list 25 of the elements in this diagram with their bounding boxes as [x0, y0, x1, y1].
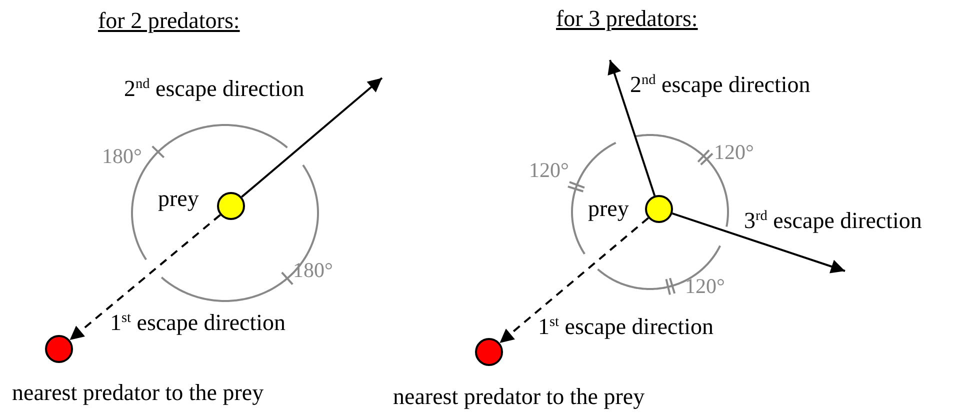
edge-label: 1$^{st}$ escape direction [110, 310, 286, 336]
dashed-arrow [69, 214, 221, 341]
node-caption: prey [588, 196, 629, 222]
arrow [608, 60, 656, 196]
node-caption: nearest predator to the prey [12, 380, 264, 406]
angle-label: 180° [293, 259, 333, 282]
arrow [672, 212, 846, 274]
angle-label: 120° [685, 275, 725, 298]
heading: for 2 predators: [98, 8, 240, 34]
predator-circle [45, 335, 73, 363]
edge-label: 2$^{nd}$ escape direction [630, 72, 810, 98]
angle-label: 120° [714, 141, 754, 164]
node-caption: nearest predator to the prey [393, 384, 645, 410]
edge-label: 1$^{st}$ escape direction [538, 314, 714, 340]
predator-circle [475, 338, 503, 366]
dashed-arrow [499, 217, 649, 344]
node-caption: prey [158, 186, 199, 212]
prey-circle [217, 192, 245, 220]
prey-circle [645, 195, 673, 223]
arrow [241, 77, 383, 198]
angle-label: 120° [529, 159, 569, 182]
edge-label: 2$^{nd}$ escape direction [124, 76, 304, 102]
angle-label: 180° [102, 145, 142, 168]
heading: for 3 predators: [556, 6, 698, 32]
edge-label: 3$^{rd}$ escape direction [744, 208, 922, 234]
